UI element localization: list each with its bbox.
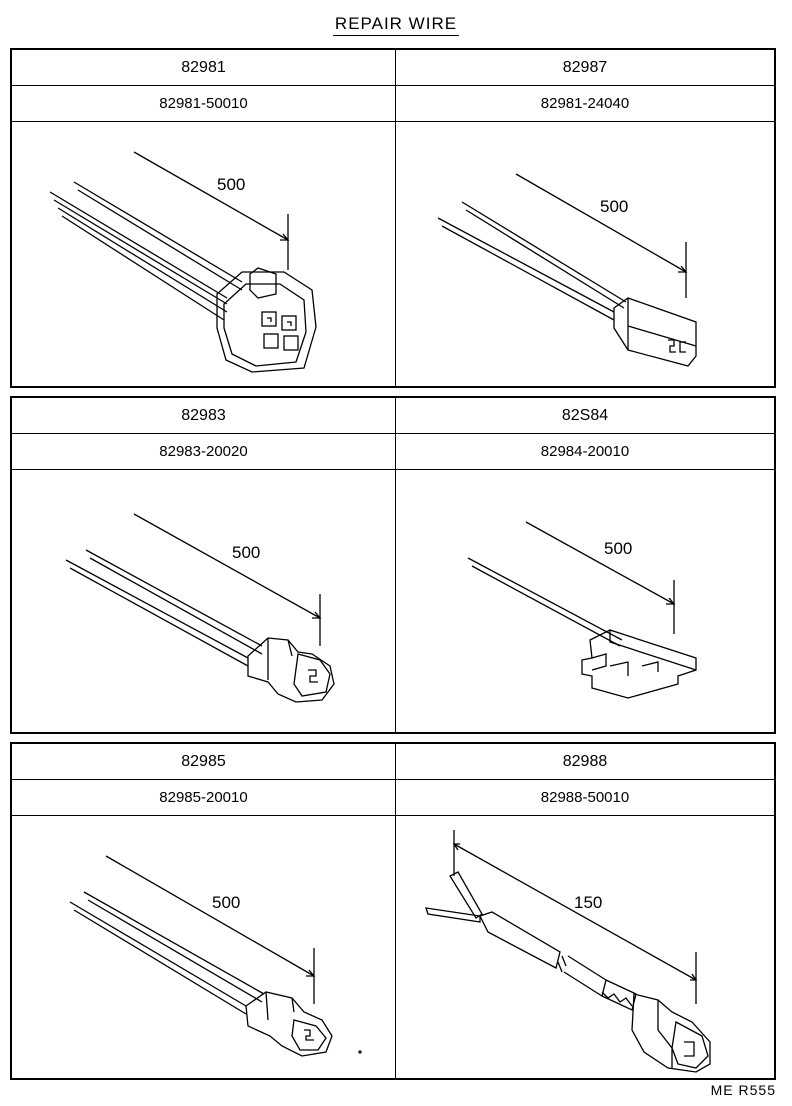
repair-wire-panel-2: 82983 82S84 82983-20020 82984-20010 500	[10, 396, 776, 734]
part-number-cell: 82981-50010	[12, 86, 395, 122]
dimension-label: 500	[212, 893, 240, 912]
connector-illustration: 500	[12, 816, 395, 1078]
connector-illustration: 500	[395, 122, 775, 386]
connector-illustration: 500	[12, 470, 395, 732]
dimension-label: 500	[217, 175, 245, 194]
dimension-label: 500	[232, 543, 260, 562]
dimension-label: 500	[604, 539, 632, 558]
part-number-cell: 82984-20010	[395, 434, 774, 470]
repair-wire-panel-1: 82981 82987 82981-50010 82981-24040	[10, 48, 776, 388]
dimension-label: 500	[600, 197, 628, 216]
connector-illustration: 500	[12, 122, 395, 386]
dimension-label: 150	[574, 893, 602, 912]
page-reference: ME R555	[710, 1082, 776, 1098]
page-title: REPAIR WIRE	[0, 14, 792, 36]
part-number-cell: 82981-24040	[395, 86, 774, 122]
part-code-cell: 82988	[395, 744, 774, 780]
part-code-cell: 82985	[12, 744, 395, 780]
part-number-cell: 82985-20010	[12, 780, 395, 816]
part-number-cell: 82983-20020	[12, 434, 395, 470]
part-code-cell: 82S84	[395, 398, 774, 434]
connector-illustration: 150	[395, 816, 775, 1078]
part-number-cell: 82988-50010	[395, 780, 774, 816]
repair-wire-panel-3: 82985 82988 82985-20010 82988-50010 500	[10, 742, 776, 1080]
part-code-cell: 82987	[395, 50, 774, 86]
part-code-cell: 82981	[12, 50, 395, 86]
connector-illustration: 500	[395, 470, 775, 732]
part-code-cell: 82983	[12, 398, 395, 434]
